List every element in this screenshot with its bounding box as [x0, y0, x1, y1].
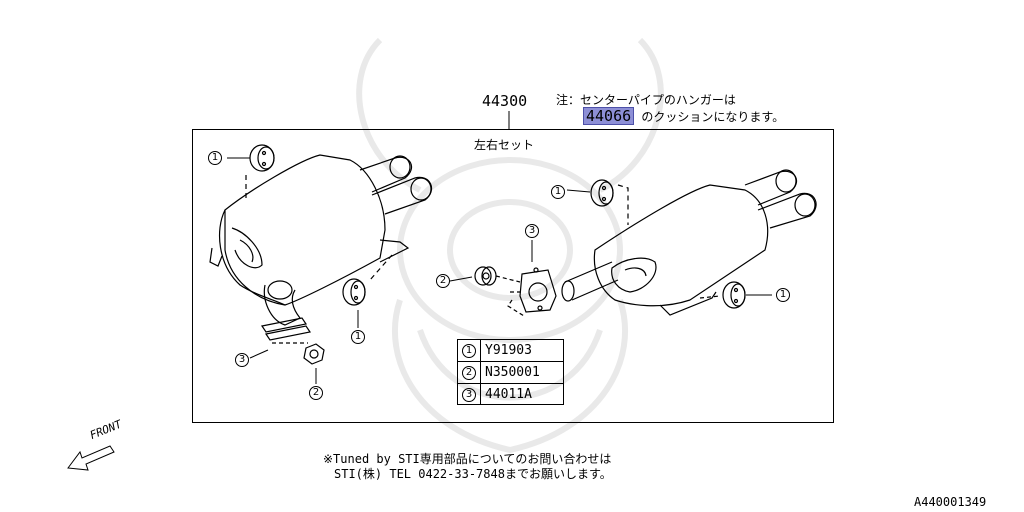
callout-1-right-bottom[interactable]: 1: [776, 288, 790, 302]
callout-1-right-top[interactable]: 1: [551, 185, 565, 199]
callout-3-left[interactable]: 3: [235, 353, 249, 367]
left-cushion-top: [245, 144, 275, 200]
footer-line-2: STI(株) TEL 0422-33-7848までお願いします。: [334, 467, 612, 481]
legend-part-code[interactable]: 44011A: [485, 387, 532, 402]
legend-row[interactable]: 2 N350001: [458, 362, 563, 384]
legend-number: 2: [462, 365, 476, 380]
left-cushion-bottom: [342, 254, 393, 306]
set-label: 左右セット: [474, 138, 535, 152]
figure-id: A440001349: [914, 495, 987, 509]
legend-part-code[interactable]: N350001: [485, 365, 540, 380]
center-gasket: [507, 267, 557, 317]
left-gasket-nut: [261, 317, 325, 365]
callout-3-center[interactable]: 3: [525, 224, 539, 238]
right-cushion-top: [590, 179, 629, 225]
callout-2-left[interactable]: 2: [309, 386, 323, 400]
right-cushion-bottom: [699, 281, 746, 309]
note-line-2: 44066 のクッションになります。: [583, 107, 784, 125]
legend-number: 3: [462, 387, 476, 402]
footer-line-1: ※Tuned by STI専用部品についてのお問い合わせは: [323, 452, 612, 466]
front-arrow-icon: [67, 445, 115, 471]
legend-part-code[interactable]: Y91903: [485, 343, 532, 358]
callout-1-left-top[interactable]: 1: [208, 151, 222, 165]
note-line-1: 注：センターパイプのハンガーは: [556, 93, 736, 107]
highlighted-part-link[interactable]: 44066: [583, 107, 635, 125]
assembly-part-number: 44300: [482, 92, 528, 110]
legend-row[interactable]: 3 44011A: [458, 384, 563, 405]
watermark-crest: [356, 37, 664, 454]
legend-row[interactable]: 1 Y91903: [458, 340, 563, 362]
parts-frame: [192, 129, 834, 423]
callout-1-left-bottom[interactable]: 1: [351, 330, 365, 344]
left-muffler: [209, 154, 433, 326]
callout-leaders: [227, 157, 772, 384]
center-nut: [474, 266, 521, 286]
note-line-2-text: のクッションになります。: [641, 110, 785, 124]
callout-2-center[interactable]: 2: [436, 274, 450, 288]
parts-legend-table: 1 Y91903 2 N350001 3 44011A: [457, 339, 564, 405]
right-muffler: [561, 169, 817, 316]
legend-number: 1: [462, 343, 476, 358]
